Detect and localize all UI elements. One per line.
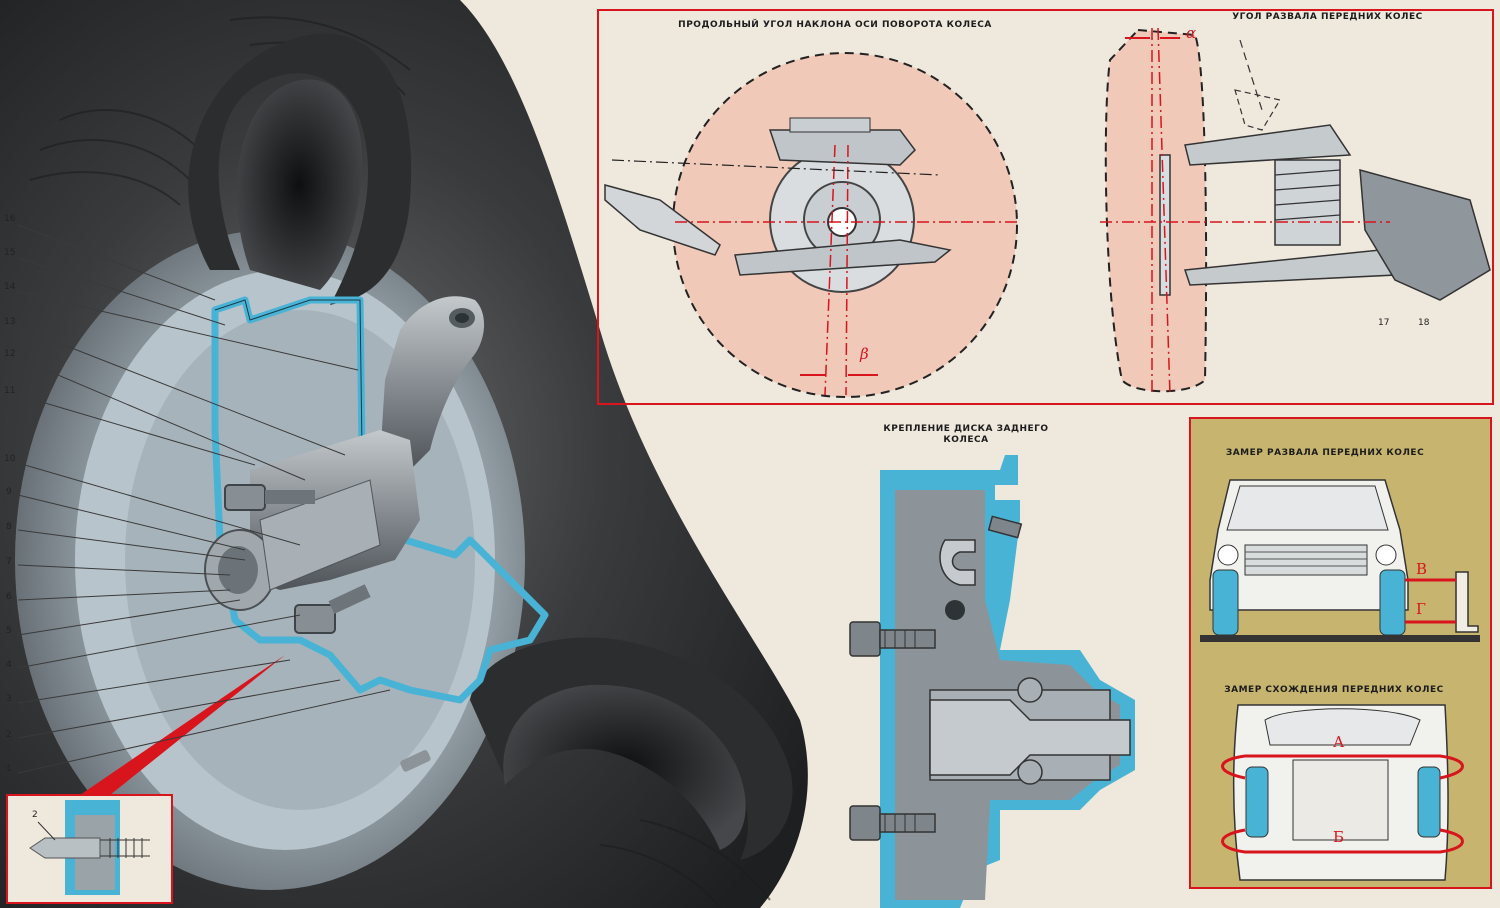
camber-measure-title: ЗАМЕР РАЗВАЛА ПЕРЕДНИХ КОЛЕС xyxy=(1225,448,1425,458)
rear-disc-title: КРЕПЛЕНИЕ ДИСКА ЗАДНЕГО КОЛЕСА xyxy=(883,424,1049,445)
caster-title: ПРОДОЛЬНЫЙ УГОЛ НАКЛОНА ОСИ ПОВОРОТА КОЛ… xyxy=(678,20,992,30)
callout-11: 11 xyxy=(4,386,16,396)
measure-label-b: Б xyxy=(1333,828,1345,846)
caster-panel-frame xyxy=(597,9,1494,405)
alpha-angle-label: α xyxy=(1186,24,1197,42)
callout-lines xyxy=(17,224,391,774)
inset-callout-2: 2 xyxy=(32,810,38,820)
inset-pointer xyxy=(80,655,285,795)
callout-6: 6 xyxy=(6,592,12,602)
camber-title: УГОЛ РАЗВАЛА ПЕРЕДНИХ КОЛЕС xyxy=(1232,12,1423,22)
camber-upper-arm xyxy=(1184,124,1352,166)
callout-13: 13 xyxy=(4,317,16,327)
callout-17: 17 xyxy=(1378,318,1390,328)
tire-valve xyxy=(400,750,431,772)
callout-7: 7 xyxy=(6,557,12,567)
lower-arm xyxy=(734,239,952,276)
camber-wheel xyxy=(1104,28,1208,393)
callout-5: 5 xyxy=(6,626,12,636)
toe-measure-title: ЗАМЕР СХОЖДЕНИЯ ПЕРЕДНИХ КОЛЕС xyxy=(1224,685,1444,695)
callout-15: 15 xyxy=(4,248,16,258)
beta-angle-label: β xyxy=(860,345,869,363)
upper-arm xyxy=(768,129,916,166)
measure-label-a: А xyxy=(1333,733,1345,751)
callout-14: 14 xyxy=(4,282,16,292)
callout-9: 9 xyxy=(6,487,12,497)
stabilizer-bar xyxy=(604,184,721,256)
camber-axes xyxy=(1100,27,1390,396)
callout-1: 1 xyxy=(6,764,12,774)
toe-measure-loops xyxy=(1221,754,1464,854)
caster-axes xyxy=(675,144,1020,396)
camber-measure-arrows xyxy=(1405,578,1456,624)
camber-gauge xyxy=(1455,571,1479,633)
callout-3: 3 xyxy=(6,694,12,704)
callout-8: 8 xyxy=(6,522,12,532)
rear-disc-section xyxy=(849,455,1135,908)
measure-label-g: Г xyxy=(1416,600,1426,618)
car-front-view xyxy=(1200,479,1480,642)
callout-18: 18 xyxy=(1418,318,1430,328)
callout-16: 16 xyxy=(4,214,16,224)
callout-2: 2 xyxy=(6,730,12,740)
callout-10: 10 xyxy=(4,454,16,464)
camber-lower-arm xyxy=(1183,249,1397,286)
callout-4: 4 xyxy=(6,660,12,670)
callout-12: 12 xyxy=(4,349,16,359)
measure-label-v: В xyxy=(1416,560,1428,578)
wheel-bolts xyxy=(224,484,371,634)
spindle xyxy=(259,479,381,591)
body-bracket xyxy=(1359,168,1491,301)
car-top-view xyxy=(1232,704,1449,881)
tire-section-bottom xyxy=(470,637,793,860)
steering-knuckle xyxy=(380,296,485,470)
tire-section-top xyxy=(188,33,412,306)
